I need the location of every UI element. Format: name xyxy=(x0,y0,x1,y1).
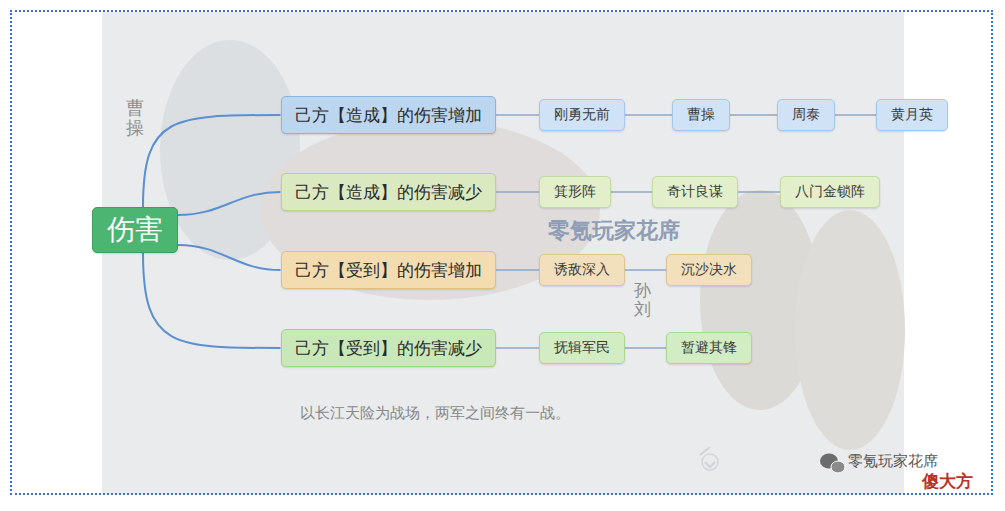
node-text: 暂避其锋 xyxy=(681,339,737,357)
node-text: 周泰 xyxy=(792,106,820,124)
node-text: 己方【造成】的伤害增加 xyxy=(295,104,482,127)
branch-curve xyxy=(178,192,281,215)
node-text: 奇计良谋 xyxy=(667,183,723,201)
leaf-box: 刚勇无前 xyxy=(539,99,625,131)
node-text: 沉沙决水 xyxy=(681,261,737,279)
chain-line xyxy=(625,347,666,349)
chain-line xyxy=(611,191,652,193)
site-mark: 傻大方 xyxy=(922,470,973,493)
chain-line xyxy=(496,269,540,271)
chain-line xyxy=(625,269,666,271)
chain-line xyxy=(835,114,876,116)
branch-curve xyxy=(178,245,281,270)
branch-curve xyxy=(143,253,281,348)
art-ground xyxy=(102,12,904,494)
leaf-box: 奇计良谋 xyxy=(652,176,738,208)
node-text: 曹操 xyxy=(687,106,715,124)
leaf-box: 暂避其锋 xyxy=(666,332,752,364)
leaf-box: 诱敌深入 xyxy=(539,254,625,286)
leaf-box: 抚辑军民 xyxy=(539,332,625,364)
figure-name: 孙刘 xyxy=(634,281,651,318)
leaf-box: 周泰 xyxy=(777,99,835,131)
root-node: 伤害 xyxy=(92,207,178,253)
node-text: 抚辑军民 xyxy=(554,339,610,357)
node-text: 己方【受到】的伤害增加 xyxy=(295,259,482,282)
leaf-box: 沉沙决水 xyxy=(666,254,752,286)
chain-line xyxy=(496,347,540,349)
node-text: 刚勇无前 xyxy=(554,106,610,124)
chain-line xyxy=(738,191,780,193)
chain-line xyxy=(730,114,777,116)
leaf-box: 八门金锁阵 xyxy=(780,176,880,208)
caption-text: 以长江天险为战场，两军之间终有一战。 xyxy=(300,404,570,423)
branch-box: 己方【造成】的伤害减少 xyxy=(281,173,496,211)
figure-name: 曹操 xyxy=(126,98,144,138)
art-icon xyxy=(702,454,718,470)
leaf-box: 黄月英 xyxy=(876,99,948,131)
node-text: 箕形阵 xyxy=(554,183,596,201)
branch-box: 己方【受到】的伤害增加 xyxy=(281,251,496,289)
node-text: 八门金锁阵 xyxy=(795,183,865,201)
wechat-icon xyxy=(820,454,845,474)
leaf-box: 箕形阵 xyxy=(539,176,611,208)
leaf-box: 曹操 xyxy=(672,99,730,131)
art-figure xyxy=(795,210,905,450)
watermark: 零氪玩家花席 xyxy=(548,216,680,246)
node-text: 伤害 xyxy=(107,211,163,249)
branch-box: 己方【受到】的伤害减少 xyxy=(281,329,496,367)
node-text: 诱敌深入 xyxy=(554,261,610,279)
node-text: 己方【受到】的伤害减少 xyxy=(295,337,482,360)
node-text: 己方【造成】的伤害减少 xyxy=(295,181,482,204)
chain-line xyxy=(625,114,672,116)
chain-line xyxy=(496,114,540,116)
node-text: 黄月英 xyxy=(891,106,933,124)
account-name: 零氪玩家花席 xyxy=(848,452,938,471)
chain-line xyxy=(496,191,540,193)
branch-box: 己方【造成】的伤害增加 xyxy=(281,96,496,134)
